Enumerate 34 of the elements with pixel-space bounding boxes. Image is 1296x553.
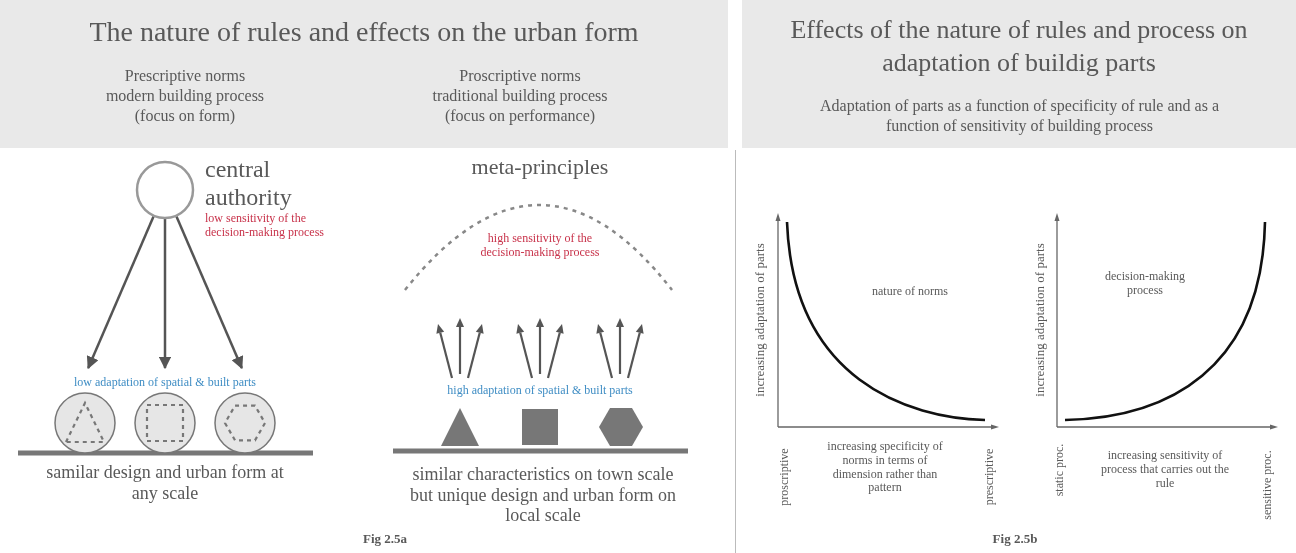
panel-subtitle: Proscriptive norms traditional building process (focus on performance)	[431, 66, 609, 126]
label-text: nature of norms	[871, 285, 949, 299]
axis-label: sensitive proc.	[1261, 450, 1275, 520]
figure-caption: Fig 2.5a	[361, 532, 409, 547]
label-text: increasing specificity of norms in terms of dimension rather than pattern	[826, 440, 944, 496]
axis-label: prescriptive	[983, 448, 997, 506]
axis-label: proscriptive	[778, 448, 792, 506]
label-text: high sensitivity of the decision-making process	[479, 232, 601, 260]
label-text: low adaptation of spatial & built parts	[73, 376, 257, 390]
circle	[135, 160, 195, 220]
label-text: decision-making process	[1104, 270, 1186, 298]
triangle	[439, 406, 481, 448]
dashed-outline-circle	[213, 391, 277, 455]
label-text: high adaptation of spatial & built parts	[446, 384, 634, 398]
square	[520, 407, 560, 447]
arrow	[86, 216, 155, 370]
note-text: low sensitivity of the decision-making process	[205, 212, 325, 240]
axis-label: increasing adaptation of parts	[752, 243, 768, 397]
node-caption: central authority	[205, 156, 293, 212]
figure-caption: Fig 2.5b	[991, 532, 1039, 547]
label-text: similar characteristics on town scale but unique design and urban form on local scale	[409, 464, 677, 527]
label-text: samilar design and urban form at any scale	[45, 462, 285, 504]
label-text: meta-principles	[470, 154, 610, 180]
axis-label: static proc.	[1053, 443, 1067, 497]
dashed-outline-circle	[133, 391, 197, 455]
panel-title: Effects of the nature of rules and process on adaptation of buildig parts	[789, 14, 1249, 79]
arrow	[175, 216, 244, 370]
panel-title: The nature of rules and effects on the urban form	[88, 15, 640, 49]
label-text: increasing sensitivity of process that carries out the rule	[1100, 449, 1230, 491]
panel-subtitle: Adaptation of parts as a function of specificity of rule and as a function of sensitivity of building process	[819, 96, 1220, 136]
arrow	[158, 219, 172, 370]
dashed-outline-circle	[53, 391, 117, 455]
panel-subtitle: Prescriptive norms modern building process (focus on form)	[104, 66, 266, 126]
axis-label: increasing adaptation of parts	[1032, 243, 1048, 397]
